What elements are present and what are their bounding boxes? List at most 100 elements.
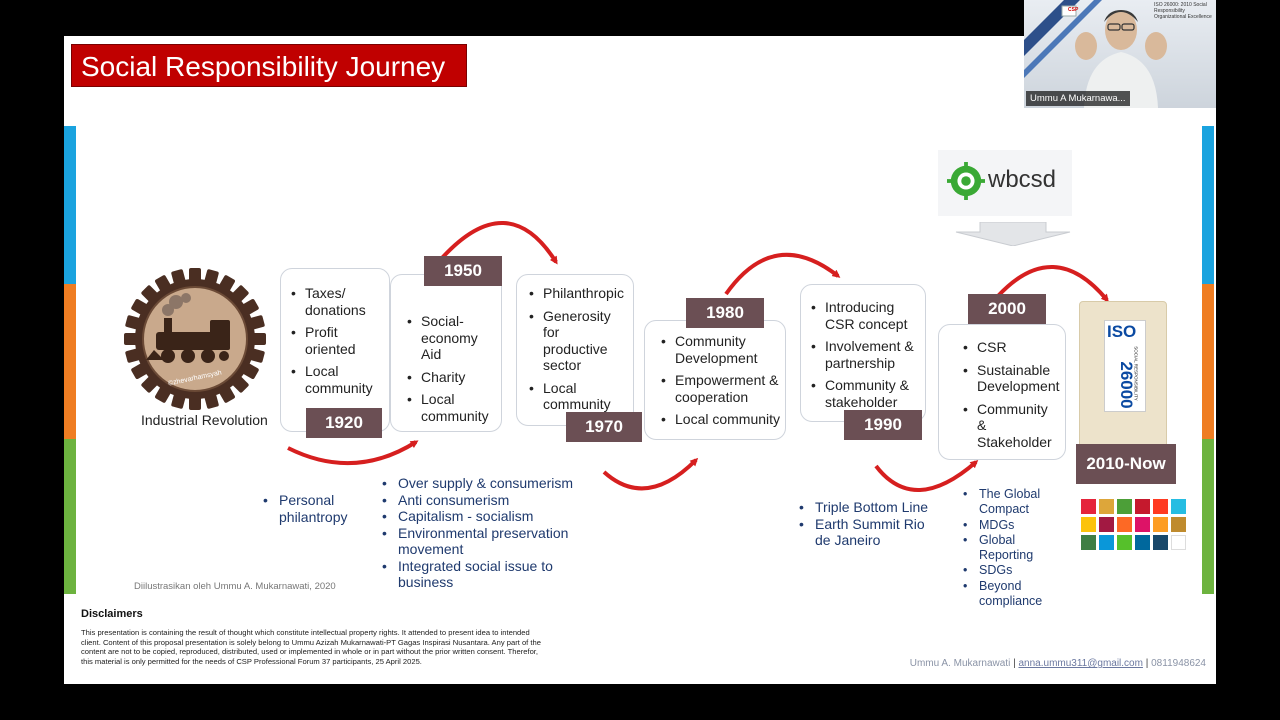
- sdg-icon: [1117, 517, 1132, 532]
- card-item: Community Development: [661, 333, 781, 366]
- below-item: Capitalism - socialism: [380, 508, 580, 525]
- participant-name-label: Ummu A Mukarnawa...: [1026, 91, 1130, 106]
- wbcsd-logo-text: wbcsd: [988, 166, 1057, 193]
- steam-train-gear-icon: ©zhevarhamsyah: [124, 268, 266, 410]
- card-item: Local community: [529, 380, 627, 413]
- below-item: Integrated social issue to business: [380, 558, 580, 591]
- year-badge-1980: 1980: [686, 298, 764, 328]
- card-item: Taxes/ donations: [291, 285, 381, 318]
- curved-arrow-icon: [874, 460, 979, 492]
- card-item: Community & stakeholder: [811, 377, 921, 410]
- below-item: Beyond compliance: [961, 579, 1071, 610]
- curved-arrow-icon: [602, 457, 699, 491]
- sdg-icon: [1099, 517, 1114, 532]
- below-list-1950: Over supply & consumerism Anti consumeri…: [380, 475, 580, 591]
- below-item: The Global Compact: [961, 487, 1071, 518]
- timeline-card-1970: Philanthropic Generosity for productive …: [516, 274, 634, 426]
- below-item: Global Reporting: [961, 533, 1071, 564]
- year-badge-1970: 1970: [566, 412, 642, 442]
- industrial-revolution-label: Industrial Revolution: [141, 412, 268, 428]
- sdg-icon: [1081, 499, 1096, 514]
- year-badge-1990: 1990: [844, 410, 922, 440]
- card-item: Empowerment & cooperation: [661, 372, 781, 405]
- sdg-icon: [1153, 499, 1168, 514]
- slide-title: Social Responsibility Journey: [71, 44, 467, 87]
- sdg-icon: [1081, 535, 1096, 550]
- sdg-icon: [1117, 499, 1132, 514]
- webcam-slide-text: ISO 26000: 2010 Social Responsibility Or…: [1154, 2, 1212, 20]
- timeline-card-1950: Social-economy Aid Charity Local communi…: [390, 274, 502, 432]
- iso-label-card: ISO 26000 SOCIAL RESPONSIBILITY: [1104, 320, 1146, 412]
- below-item: MDGs: [961, 518, 1071, 534]
- webcam-slide-logo: CSP: [1068, 7, 1079, 13]
- card-item: Profit oriented: [291, 324, 381, 357]
- footer-separator: |: [1145, 658, 1149, 669]
- timeline-card-1990: Introducing CSR concept Involvement & pa…: [800, 284, 926, 422]
- down-arrow-icon: [955, 222, 1071, 246]
- sdg-icons-grid: [1081, 499, 1186, 550]
- below-list-2000: The Global Compact MDGs Global Reporting…: [961, 487, 1071, 609]
- timeline-card-2000: CSR Sustainable Development Community & …: [938, 324, 1066, 460]
- sdg-icon: [1117, 535, 1132, 550]
- right-color-bar-orange: [1202, 284, 1214, 439]
- presentation-slide: Social Responsibility Journey: [64, 36, 1216, 684]
- below-item: Earth Summit Rio de Janeiro: [797, 516, 937, 549]
- left-color-bar-blue: [64, 126, 76, 284]
- sdg-icon: [1171, 517, 1186, 532]
- year-badge-2000: 2000: [968, 294, 1046, 324]
- card-item: Introducing CSR concept: [811, 299, 921, 332]
- below-item: Triple Bottom Line: [797, 499, 937, 516]
- sdg-icon: [1153, 535, 1168, 550]
- footer-name: Ummu A. Mukarnawati: [909, 658, 1011, 669]
- disclaimer-text: This presentation is containing the resu…: [81, 628, 541, 666]
- card-item: Involvement & partnership: [811, 338, 921, 371]
- year-badge-2010-now: 2010-Now: [1076, 444, 1176, 484]
- card-item: CSR: [963, 339, 1061, 356]
- sdg-icon: [1099, 499, 1114, 514]
- disclaimer-title: Disclaimers: [81, 608, 143, 620]
- left-color-bar-green: [64, 439, 76, 594]
- wbcsd-logo-icon: wbcsd: [938, 150, 1072, 216]
- card-item: Community & Stakeholder: [963, 401, 1061, 451]
- year-badge-1950: 1950: [424, 256, 502, 286]
- iso-26000-logo-icon: ISO 26000 SOCIAL RESPONSIBILITY: [1079, 301, 1167, 449]
- below-item: Environmental preservation movement: [380, 525, 580, 558]
- below-item: SDGs: [961, 563, 1071, 579]
- footer-separator: |: [1013, 658, 1016, 669]
- card-item: Sustainable Development: [963, 362, 1061, 395]
- below-list-1920: Personal philantropy: [261, 492, 371, 525]
- participant-video-tile[interactable]: CSP ISO 26000: 2010 Social Responsibilit…: [1024, 0, 1216, 108]
- sdg-icon: [1099, 535, 1114, 550]
- card-item: Generosity for productive sector: [529, 308, 627, 374]
- iso-sub-text: SOCIAL RESPONSIBILITY: [1133, 346, 1139, 401]
- right-color-bar-blue: [1202, 126, 1214, 284]
- sdg-icon: [1153, 517, 1168, 532]
- year-badge-1920: 1920: [306, 408, 382, 438]
- sdg-icon: [1135, 517, 1150, 532]
- sdg-icon: [1171, 535, 1186, 550]
- slide-footer: Ummu A. Mukarnawati | anna.ummu311@gmail…: [910, 658, 1206, 669]
- timeline-card-1980: Community Development Empowerment & coop…: [644, 320, 786, 440]
- right-color-bar-green: [1202, 439, 1214, 594]
- timeline-card-1920: Taxes/ donations Profit oriented Local c…: [280, 268, 390, 432]
- card-item: Social-economy Aid: [407, 313, 495, 363]
- card-item: Local community: [291, 363, 381, 396]
- card-item: Local community: [661, 411, 781, 428]
- below-item: Over supply & consumerism: [380, 475, 580, 492]
- iso-logo-text: ISO: [1107, 322, 1137, 341]
- sdg-icon: [1135, 499, 1150, 514]
- card-item: Philanthropic: [529, 285, 627, 302]
- left-color-bar-orange: [64, 284, 76, 439]
- below-item: Personal philantropy: [261, 492, 371, 525]
- card-item: Charity: [407, 369, 495, 386]
- wbcsd-emblem-icon: [947, 162, 985, 200]
- illustration-credit: Diilustrasikan oleh Ummu A. Mukarnawati,…: [134, 581, 336, 592]
- sdg-icon: [1171, 499, 1186, 514]
- below-item: Anti consumerism: [380, 492, 580, 509]
- footer-email-link[interactable]: anna.ummu311@gmail.com: [1018, 658, 1143, 669]
- sdg-icon: [1135, 535, 1150, 550]
- below-list-1990: Triple Bottom Line Earth Summit Rio de J…: [797, 499, 937, 549]
- curved-arrow-icon: [287, 440, 419, 465]
- footer-phone: 0811948624: [1151, 658, 1206, 669]
- sdg-icon: [1081, 517, 1096, 532]
